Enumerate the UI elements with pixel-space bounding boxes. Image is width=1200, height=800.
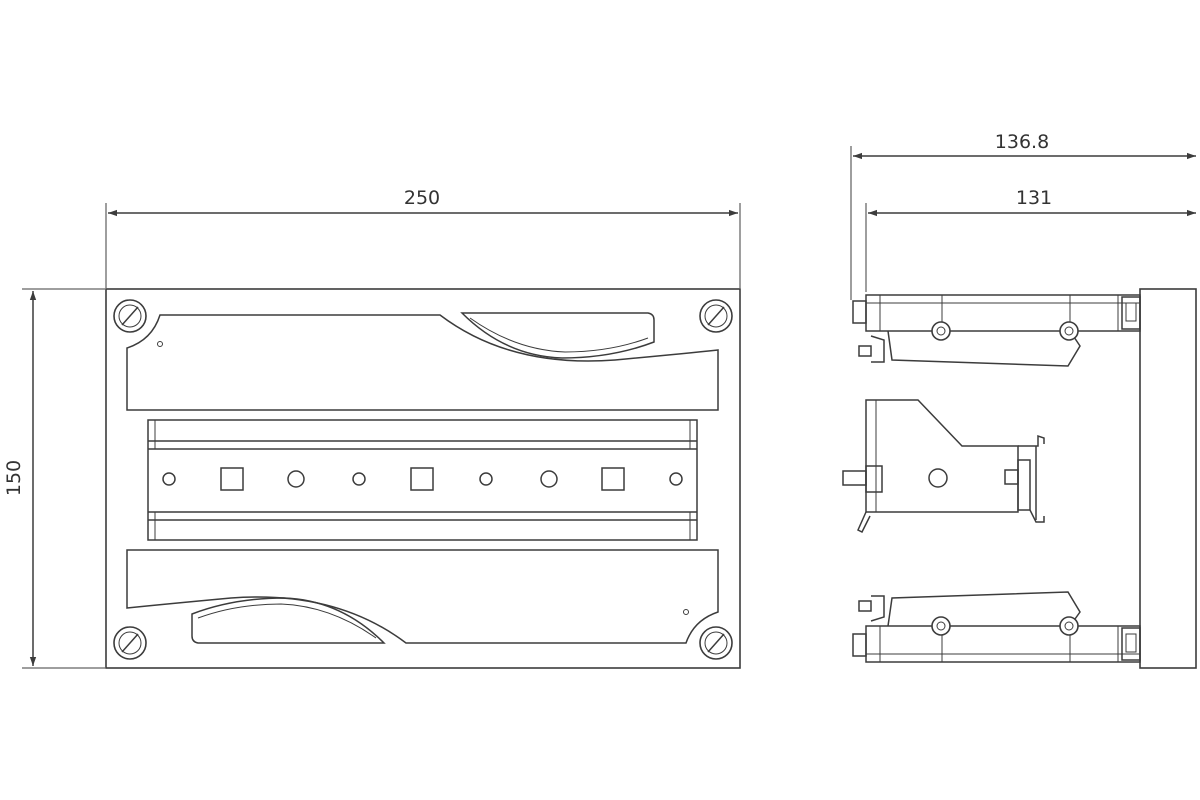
bottom-window [191,597,386,644]
screw-bottom-right [699,626,733,660]
front-view: 250 150 [3,187,741,669]
din-rail-side-bracket [842,399,1045,534]
side-cover-plate [1139,288,1197,669]
top-window-inner [469,317,649,353]
indicator-dot-bottom [683,609,689,615]
din-rail [147,419,698,541]
indicator-dot-top [157,341,163,347]
bottom-mounting-bracket [852,591,1141,663]
width-dimension-label: 250 [404,187,440,209]
enclosure-outline [105,288,741,669]
cover-outline [126,314,719,411]
height-dimension-label: 150 [3,460,25,496]
top-mounting-bracket [852,294,1141,367]
screw-top-right [699,299,733,333]
total-depth-label: 136.8 [995,131,1049,153]
screw-bottom-left [113,626,147,660]
screw-top-left [113,299,147,333]
side-view: 136.8 131 [842,131,1197,669]
bottom-window-inner [197,603,377,639]
top-window [460,312,655,359]
din-rail-holes [162,467,683,491]
body-depth-label: 131 [1016,187,1052,209]
